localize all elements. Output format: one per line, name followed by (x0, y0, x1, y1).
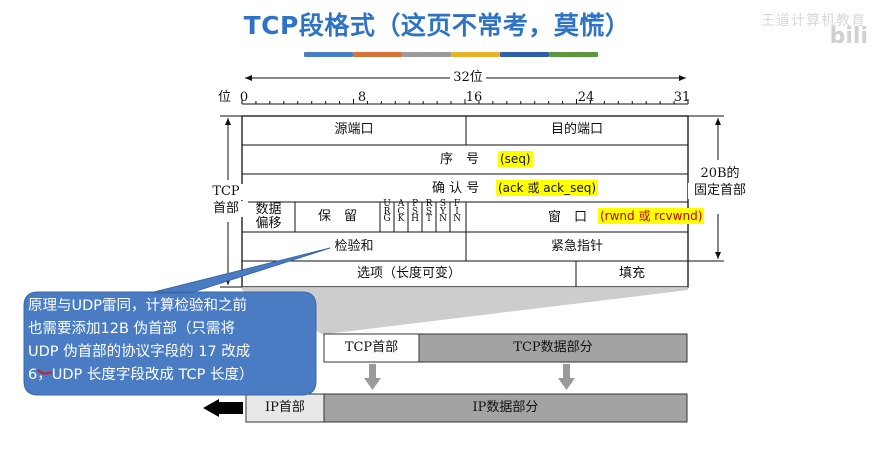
bit-tick-24: 24 (577, 90, 595, 105)
left-black-arrow (203, 399, 243, 417)
control-flag-letter: G (383, 214, 391, 224)
callout-line-1: 原理与UDP雷同，计算检验和之前 (28, 298, 248, 314)
control-flag-letter: N (439, 214, 447, 224)
control-flag-letter: I (455, 206, 459, 217)
tcp-header-box (323, 333, 420, 363)
control-flag-letter: A (397, 199, 405, 209)
window-note: (rwnd 或 rcvwnd) (598, 208, 705, 224)
bit-tick-8: 8 (357, 90, 367, 105)
bit-axis-label: 位 (218, 90, 232, 105)
title-stripe (304, 52, 353, 57)
down-arrow-1 (364, 364, 381, 390)
ack-number-note: (ack 或 ack_seq) (496, 180, 599, 196)
callout-line-3: UDP 伪首部的协议字段的 17 改成 (28, 344, 251, 360)
callout-text: 原理与UDP雷同，计算检验和之前 也需要添加12B 伪首部（只需将 UDP 伪首… (28, 295, 304, 387)
title-stripe (451, 52, 500, 57)
data-offset-field-1: 数据 (255, 202, 282, 217)
control-flag-letter: K (397, 214, 405, 224)
tcp-data-box-label: TCP数据部分 (513, 340, 593, 355)
ip-data-box (323, 393, 688, 423)
urgent-pointer-field: 紧急指针 (550, 239, 603, 254)
ip-header-box (245, 393, 325, 423)
ip-data-box-label: IP数据部分 (472, 400, 539, 415)
tcp-data-box (418, 333, 688, 363)
control-flag-letter: C (397, 206, 405, 217)
fixed-header-label-2: 固定首部 (688, 183, 752, 199)
ack-number-field: 确 认 号 (432, 181, 480, 196)
control-flag-letter: R (425, 199, 433, 209)
bit-ruler-ticks (241, 99, 689, 104)
reserved-field: 保 留 (317, 209, 357, 224)
control-flag-letter: F (453, 199, 461, 209)
bit-width-label: 32位 (450, 70, 486, 86)
sequence-number-note: (seq) (498, 151, 533, 167)
window-field: 窗 口 (548, 210, 588, 225)
callout-line-4: 6，UDP 长度字段改成 TCP 长度） (28, 367, 254, 383)
control-flag-letter: N (453, 214, 461, 224)
control-flag-letter: H (411, 214, 419, 224)
control-flag-letter: S (439, 199, 447, 209)
padding-field: 填充 (618, 266, 645, 281)
tcp-header-side-label-2: 首部 (204, 201, 248, 217)
callout-underline-mark (37, 369, 53, 375)
control-flag-letter: Y (440, 206, 446, 217)
down-arrow-2 (558, 364, 575, 390)
control-flag-letter: S (411, 206, 419, 217)
control-flag-letter: S (425, 206, 433, 217)
callout-line-2: 也需要添加12B 伪首部（只需将 (28, 321, 236, 337)
watermark: 王道计算机教育 (761, 13, 866, 29)
bit-tick-31: 31 (673, 90, 691, 105)
title-stripe (549, 52, 598, 57)
fixed-header-label-1: 20B的 (692, 166, 748, 182)
bit-tick-16: 16 (465, 90, 483, 105)
title-stripe (353, 52, 402, 57)
ip-header-box-label: IP首部 (265, 400, 305, 415)
control-flag-letter: P (411, 199, 419, 209)
data-offset-field-2: 偏移 (255, 216, 282, 231)
sequence-number-field: 序 号 (440, 152, 480, 167)
watermark-logo: bili (829, 24, 868, 49)
callout-bubble (23, 247, 331, 396)
control-flag-letter: R (383, 206, 391, 217)
source-port-field: 源端口 (334, 122, 374, 137)
checksum-field: 检验和 (334, 239, 374, 254)
tcp-header-box-label: TCP首部 (344, 340, 399, 355)
bit-tick-0: 0 (239, 90, 249, 105)
destination-port-field: 目的端口 (550, 122, 603, 137)
title-stripe (500, 52, 549, 57)
control-flag-letter: U (383, 199, 391, 209)
title-stripe (402, 52, 451, 57)
control-flag-letter: T (425, 214, 432, 224)
page-title: TCP段格式（这页不常考，莫慌） (243, 11, 631, 40)
tcp-header-side-label-1: TCP (204, 184, 248, 200)
zoom-wedge (242, 287, 688, 334)
options-field: 选项（长度可变） (356, 266, 461, 281)
